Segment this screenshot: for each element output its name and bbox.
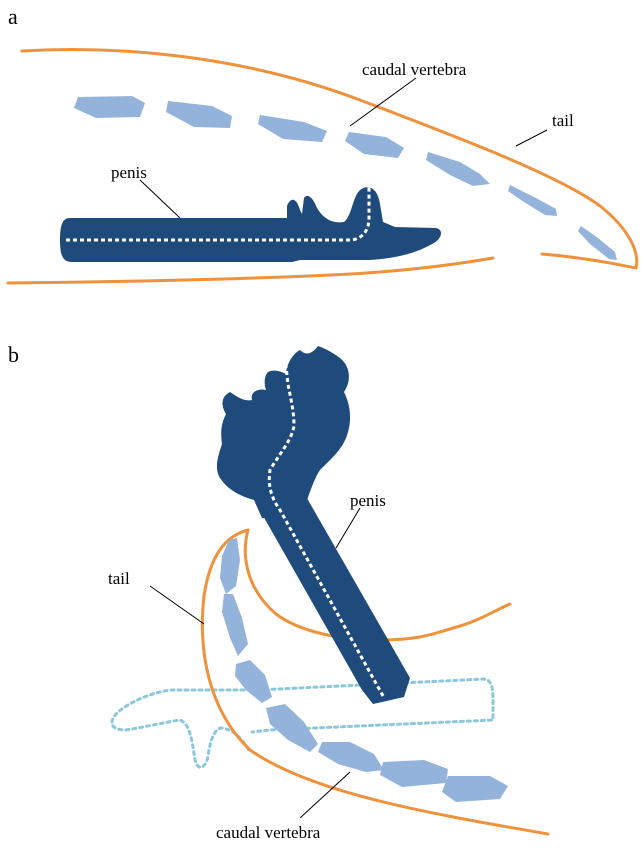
vertebra [74, 96, 145, 118]
leader-penis [140, 180, 180, 218]
panel-b-letter: b [8, 342, 19, 367]
vertebra [258, 115, 327, 142]
vertebra [166, 101, 232, 128]
panel-a-penis [60, 187, 441, 262]
label-penis: penis [111, 163, 147, 182]
vertebra [222, 594, 248, 656]
penis-glans [217, 346, 350, 518]
vertebra [235, 660, 272, 703]
label-penis: penis [350, 491, 386, 510]
vertebra [318, 742, 384, 772]
penis-body [60, 187, 441, 262]
vertebra [508, 185, 557, 216]
vertebra [345, 132, 404, 158]
leader-penis [336, 508, 360, 548]
panel-a: a caudal vertebra tail [8, 4, 637, 283]
tail-tip-ventral-edge [542, 254, 636, 268]
vertebra [442, 776, 508, 802]
label-tail: tail [108, 569, 130, 588]
panel-b-penis [217, 346, 410, 704]
penis-shaft [262, 486, 410, 704]
label-caudal-vertebra: caudal vertebra [362, 60, 467, 79]
label-tail: tail [552, 111, 574, 130]
leader-tail [150, 586, 204, 624]
vertebra [426, 152, 490, 186]
vertebra [380, 760, 448, 787]
leader-tail [516, 130, 547, 146]
vertebra [578, 226, 617, 260]
panel-b: b [8, 342, 548, 842]
ghost-outline-tip [112, 690, 258, 767]
label-caudal-vertebra: caudal vertebra [216, 823, 321, 842]
panel-a-letter: a [8, 4, 18, 29]
